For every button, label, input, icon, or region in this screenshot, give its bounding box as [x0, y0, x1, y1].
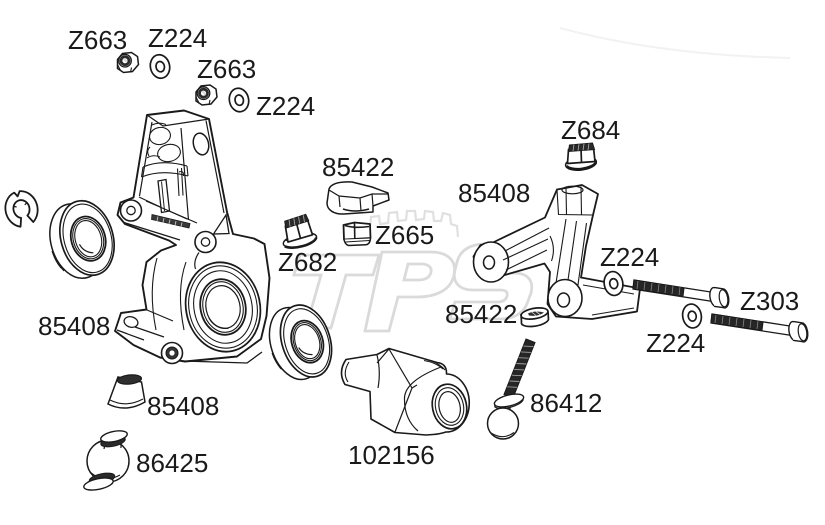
svg-text:Z684: Z684: [561, 115, 620, 145]
svg-text:102156: 102156: [348, 440, 435, 470]
svg-text:Z224: Z224: [600, 242, 659, 272]
svg-text:86425: 86425: [136, 448, 208, 478]
svg-text:Z682: Z682: [278, 247, 337, 277]
svg-text:Z663: Z663: [197, 54, 256, 84]
svg-text:Z224: Z224: [148, 23, 207, 53]
svg-text:Z303: Z303: [740, 286, 799, 316]
svg-text:85422: 85422: [322, 152, 394, 182]
svg-text:Z224: Z224: [256, 91, 315, 121]
svg-text:85408: 85408: [38, 311, 110, 341]
svg-text:Z663: Z663: [68, 25, 127, 55]
svg-text:85408: 85408: [147, 391, 219, 421]
svg-text:Z665: Z665: [375, 220, 434, 250]
svg-text:85422: 85422: [445, 299, 517, 329]
svg-text:85408: 85408: [458, 178, 530, 208]
svg-text:86412: 86412: [530, 388, 602, 418]
svg-text:Z224: Z224: [646, 328, 705, 358]
